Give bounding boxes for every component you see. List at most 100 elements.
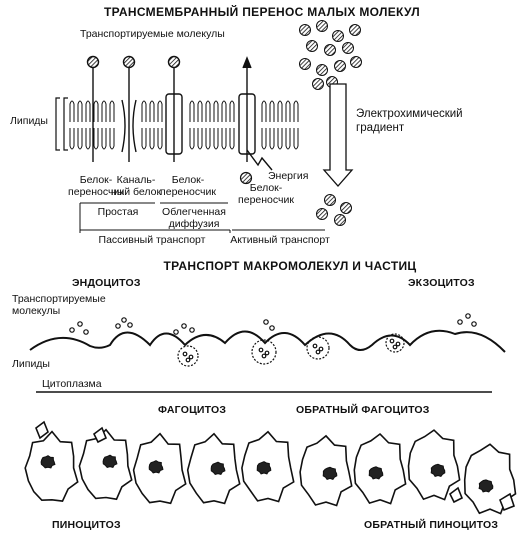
carrier-3-label-line1: Белок- [249,182,283,194]
vesicle [385,333,405,353]
lipid [261,100,267,122]
active-transport-label: Активный транспорт [230,234,330,246]
molecule [316,64,328,76]
carrier-protein-3 [238,56,273,171]
lipid [221,128,227,150]
facilitated-label-line2: диффузия [168,218,220,230]
lipids-label: Липиды [10,115,48,127]
molecule [342,42,354,54]
exocytosis-label: ЭКЗОЦИТОЗ [408,277,475,289]
particle [115,323,121,329]
phagocyte-cell [78,428,133,501]
lipid [261,128,267,150]
phagocytosis-label: ФАГОЦИТОЗ [158,404,227,416]
lipid [277,128,283,150]
phagocyte-cell [299,434,353,507]
molecule [299,24,311,36]
lipid [69,128,75,150]
lipid [85,100,91,122]
lipid [93,100,99,122]
lipid [157,100,163,122]
lipid [213,128,219,150]
lipid [189,100,195,122]
lipid [293,100,299,122]
molecule [332,30,344,42]
lipid [269,100,275,122]
molecule [306,40,318,52]
reverse-phagocytosis-label: ОБРАТНЫЙ ФАГОЦИТОЗ [296,404,430,416]
endocytosis-label: ЭНДОЦИТОЗ [72,277,141,289]
lipid [229,128,235,150]
particle [121,317,127,323]
lipid [149,100,155,122]
cytoplasm-label: Цитоплазма [42,378,102,390]
vesicle [251,339,277,365]
molecule [312,78,324,90]
transported-molecules-label: Транспортируемые молекулы [80,28,225,40]
lipid [109,128,115,150]
passive-transport-label: Пассивный транспорт [98,234,206,246]
bottom-lipids-label: Липиды [12,358,50,370]
molecule [324,44,336,56]
lipid [93,128,99,150]
particle [499,492,515,512]
lipid [77,128,83,150]
particle [465,313,471,319]
phagocyte-cell [463,443,517,515]
phagocyte-cell [132,432,187,505]
lipid [149,128,155,150]
molecule [349,24,361,36]
endocytosis-membrane [29,329,506,353]
gradient-molecules [299,20,362,226]
vesicle [177,345,199,367]
particle [263,319,269,325]
lipid [69,100,75,122]
phagocytosis-cells [24,420,517,515]
carrier-1-label-line2: переносчик [68,186,124,198]
gradient-label-line2: градиент [356,122,405,134]
particle [127,322,133,328]
channel-label-line1: Каналь- [116,174,156,186]
molecule [324,194,336,206]
carrier-protein-2 [165,55,183,162]
lipid [229,100,235,122]
bottom-transported-line1: Транспортируемые [12,293,106,305]
lipid [213,100,219,122]
lipid [293,128,299,150]
particle [35,420,49,440]
particle [77,321,83,327]
carrier-2-label-line1: Белок- [171,174,205,186]
energy-label: Энергия [268,170,309,182]
bottom-title: ТРАНСПОРТ МАКРОМОЛЕКУЛ И ЧАСТИЦ [163,259,417,273]
lipid [141,128,147,150]
molecule [334,60,346,72]
phagocyte-cell [241,430,295,503]
lipid [189,128,195,150]
pinocytosis-label: ПИНОЦИТОЗ [52,519,121,531]
carrier-3-label-line2: переносчик [238,194,294,206]
particle [471,321,477,327]
particle [189,327,195,333]
molecule [350,56,362,68]
phagocyte-cell [407,429,461,501]
channel-protein [121,55,137,162]
lipid [101,128,107,150]
grouping-lines [79,202,325,233]
lipid [77,100,83,122]
gradient-label-line1: Электрохимический [356,108,463,120]
particle [83,329,89,335]
carrier-protein-1 [86,55,100,162]
endocytosis-stages [69,313,477,367]
carrier-2-label-line2: переносчик [160,186,216,198]
lipid [221,100,227,122]
particle [181,323,187,329]
facilitated-label-line1: Облегченная [162,206,226,218]
energy-molecule [239,171,253,185]
vesicle [306,336,330,360]
lipid [285,128,291,150]
molecule [316,208,328,220]
lipid-bilayer [69,100,299,150]
lipid [101,100,107,122]
simple-label: Простая [97,206,139,218]
